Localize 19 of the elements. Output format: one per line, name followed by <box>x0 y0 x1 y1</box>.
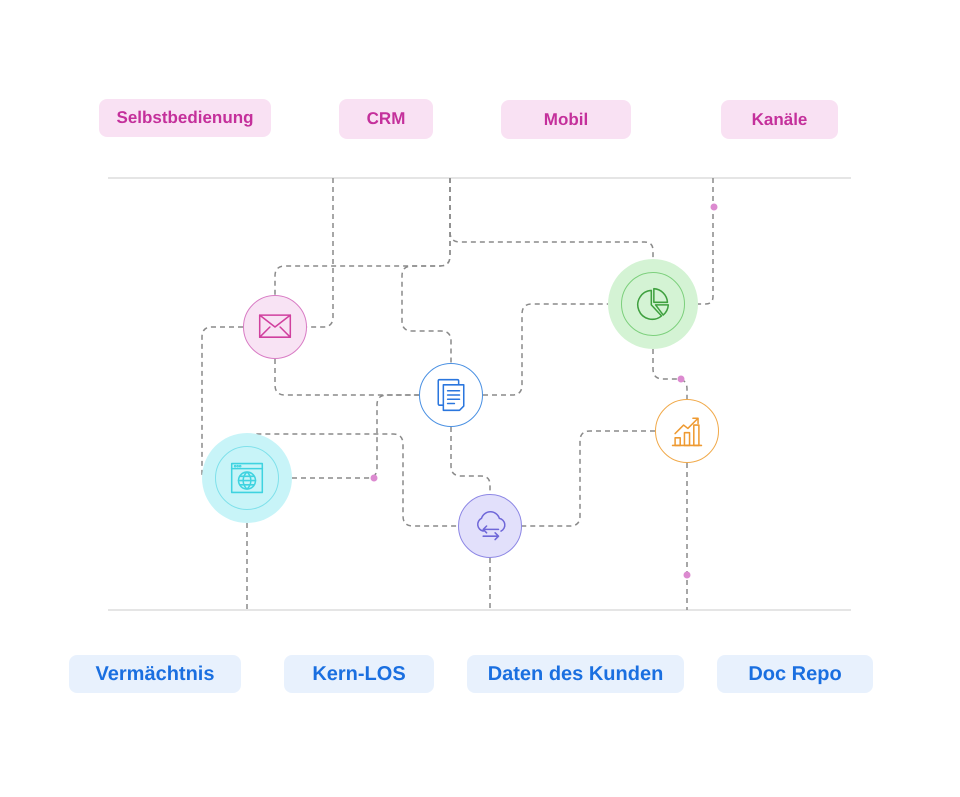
dashed-connector <box>256 433 458 527</box>
category-label: Mobil <box>501 100 631 139</box>
dashed-connector <box>246 523 248 610</box>
category-label: Kern-LOS <box>284 655 434 693</box>
category-label: Daten des Kunden <box>467 655 684 693</box>
dashed-connector <box>686 463 688 610</box>
dashed-connector <box>449 178 654 259</box>
category-label: Vermächtnis <box>69 655 241 693</box>
dashed-connector <box>652 349 688 399</box>
category-label: Doc Repo <box>717 655 873 693</box>
dashed-connector <box>522 430 655 527</box>
category-label: CRM <box>339 99 433 139</box>
dashed-connector <box>201 326 243 478</box>
category-label: Kanäle <box>721 100 838 139</box>
dashed-connector <box>698 178 714 305</box>
dashed-connector <box>489 558 491 610</box>
category-label: Selbstbedienung <box>99 99 271 137</box>
dashed-connector <box>483 303 608 396</box>
dashed-connector <box>292 394 419 479</box>
